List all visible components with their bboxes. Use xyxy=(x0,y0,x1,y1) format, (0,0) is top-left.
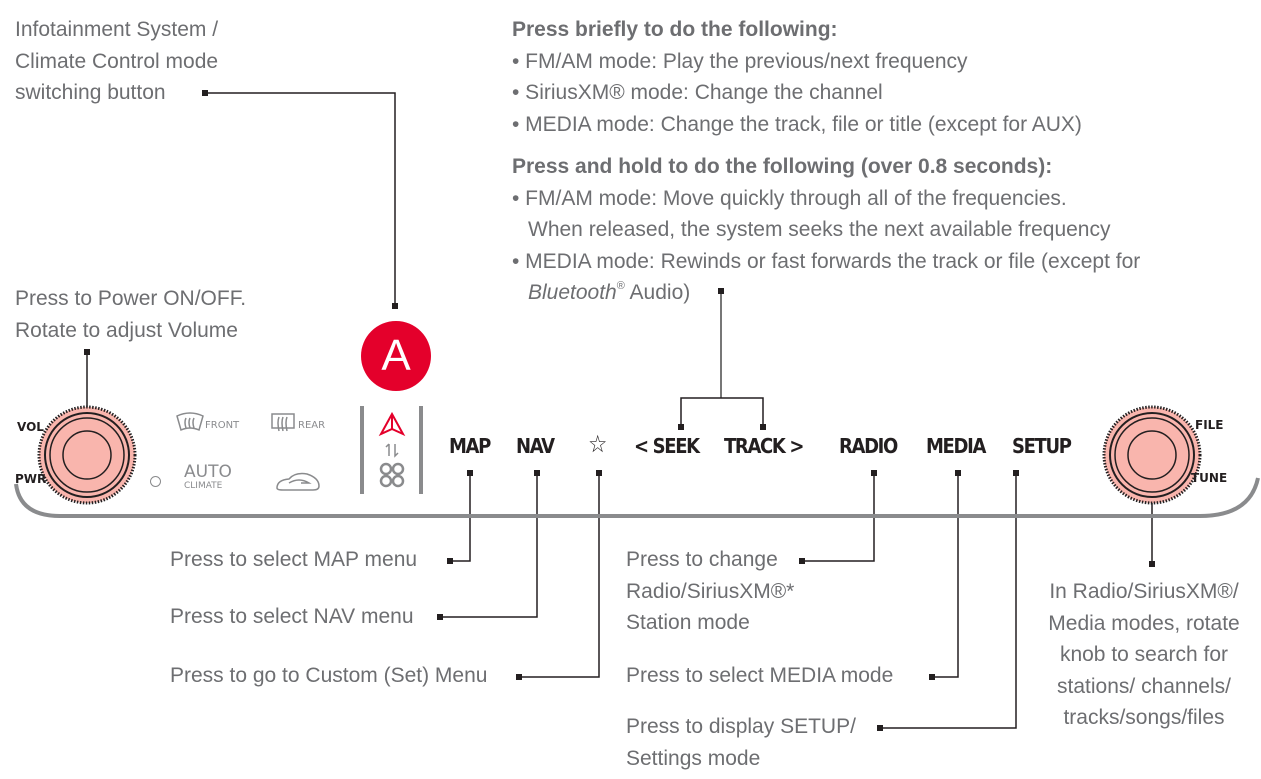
callout-setup: Press to display SETUP/ Settings mode xyxy=(626,711,856,774)
registered-mark: ® xyxy=(616,280,625,292)
tune-label: TUNE xyxy=(1191,471,1228,485)
connector-map xyxy=(450,475,471,562)
callout-line: stations/ channels/ xyxy=(1057,674,1231,698)
audio-text: Audio) xyxy=(624,281,691,304)
navigation-icon xyxy=(378,412,406,437)
connector-media xyxy=(932,475,959,678)
seek-button[interactable]: < SEEK xyxy=(634,434,700,458)
front-defrost-button[interactable]: FRONT xyxy=(175,412,239,439)
hold-item: When released, the system seeks the next… xyxy=(528,218,1111,241)
panel-edge xyxy=(14,477,1260,518)
callout-line: Press to Power ON/OFF. xyxy=(15,287,247,310)
callout-media: Press to select MEDIA mode xyxy=(626,664,894,687)
brief-item: • MEDIA mode: Change the track, file or … xyxy=(512,112,1082,136)
callout-line: In Radio/SiriusXM®/ xyxy=(1049,580,1239,603)
switch-arrows-icon xyxy=(385,443,399,458)
track-button[interactable]: TRACK > xyxy=(724,434,804,458)
nav-button[interactable]: NAV xyxy=(516,434,555,458)
badge-a: A xyxy=(361,321,431,391)
auto-label: AUTO xyxy=(184,462,232,482)
bluetooth-text: Bluetooth xyxy=(528,281,617,304)
mode-switch-button[interactable] xyxy=(375,412,409,496)
callout-line: knob to search for xyxy=(1059,643,1229,666)
vol-label: VOL xyxy=(17,420,44,434)
connector-setup xyxy=(880,475,1017,729)
callout-power-volume: Press to Power ON/OFF. Rotate to adjust … xyxy=(15,283,246,346)
map-button[interactable]: MAP xyxy=(449,434,491,458)
callout-line: switching button xyxy=(15,81,166,104)
auto-climate-button[interactable]: AUTO CLIMATE xyxy=(184,462,234,496)
indicator-dot xyxy=(150,476,161,487)
brief-item: • SiriusXM® mode: Change the channel xyxy=(512,81,883,104)
callout-line: Radio/SiriusXM®* xyxy=(626,579,795,603)
callout-radio: Press to change Radio/SiriusXM®* Station… xyxy=(626,544,794,639)
callout-line: Press to change xyxy=(626,548,778,571)
file-tune-knob[interactable] xyxy=(1100,405,1205,510)
setup-button[interactable]: SETUP xyxy=(1012,434,1072,458)
star-button[interactable]: ☆ xyxy=(588,430,607,458)
callout-line: Climate Control mode xyxy=(15,49,219,73)
rear-defrost-button[interactable]: REAR xyxy=(270,412,325,439)
connector-mode-switch xyxy=(205,92,396,306)
front-defrost-icon xyxy=(176,412,204,432)
rear-label: REAR xyxy=(298,420,326,431)
callout-nav: Press to select NAV menu xyxy=(170,605,414,628)
callout-map: Press to select MAP menu xyxy=(170,548,418,571)
vol-pwr-knob[interactable] xyxy=(35,405,140,510)
file-label: FILE xyxy=(1195,418,1224,432)
connector-nav xyxy=(440,475,538,618)
hold-item: • MEDIA mode: Rewinds or fast forwards t… xyxy=(512,249,1141,273)
media-button[interactable]: MEDIA xyxy=(926,434,986,458)
brief-item: • FM/AM mode: Play the previous/next fre… xyxy=(512,49,968,73)
radio-button[interactable]: RADIO xyxy=(839,434,898,458)
callout-line: Rotate to adjust Volume xyxy=(15,318,238,342)
rear-defrost-icon xyxy=(271,413,295,432)
callout-line: Press to display SETUP/ xyxy=(626,715,856,738)
connector-radio xyxy=(802,475,875,562)
callout-mode-switch: Infotainment System / Climate Control mo… xyxy=(15,14,218,109)
callout-line: Infotainment System / xyxy=(15,18,219,41)
callout-line: tracks/songs/files xyxy=(1063,706,1225,729)
callout-tune: In Radio/SiriusXM®/ Media modes, rotate … xyxy=(1030,576,1258,734)
fan-icon xyxy=(379,462,405,488)
climate-label: CLIMATE xyxy=(184,481,223,491)
callout-line: Station mode xyxy=(626,611,750,634)
connector-star xyxy=(519,475,600,678)
hold-item: • FM/AM mode: Move quickly through all o… xyxy=(512,186,1067,210)
pwr-label: PWR xyxy=(15,472,47,486)
hold-heading: Press and hold to do the following (over… xyxy=(512,155,1053,178)
callout-custom: Press to go to Custom (Set) Menu xyxy=(170,664,488,687)
hold-item-last: Bluetooth® Audio) xyxy=(512,277,1140,309)
callout-line: Settings mode xyxy=(626,746,761,770)
callout-seek-track: Press briefly to do the following: • FM/… xyxy=(512,14,1140,309)
brief-heading: Press briefly to do the following: xyxy=(512,18,838,41)
callout-line: Media modes, rotate xyxy=(1048,611,1240,635)
recirculation-button[interactable] xyxy=(275,470,321,494)
front-label: FRONT xyxy=(205,420,240,431)
connector-seek-track xyxy=(680,397,764,430)
